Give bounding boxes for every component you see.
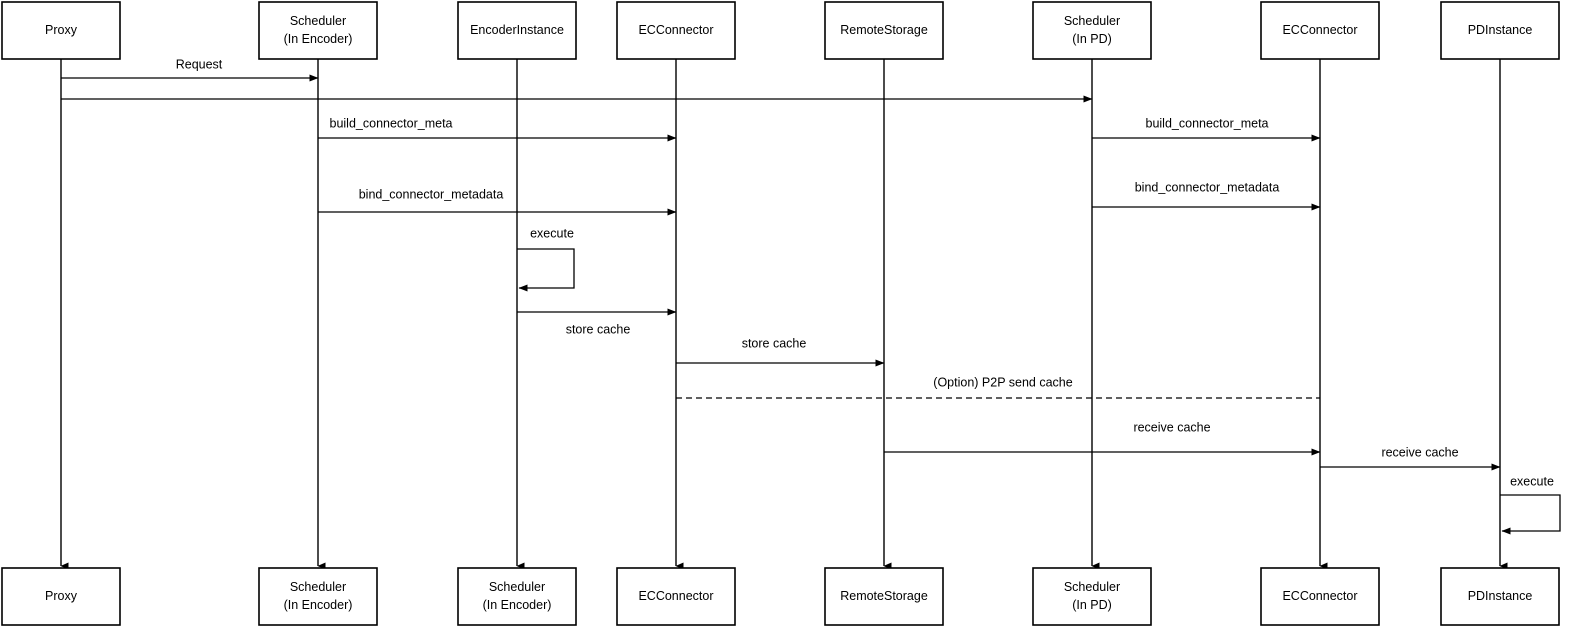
message-label: Request <box>176 57 223 71</box>
participant-box-bottom-scheduler_enc[interactable]: Scheduler (In Encoder) <box>258 567 378 626</box>
participant-box-top-pd_inst[interactable]: PDInstance <box>1440 1 1560 60</box>
message-m1[interactable]: Request <box>61 57 319 82</box>
message-label: (Option) P2P send cache <box>933 375 1072 389</box>
participant-box-frame <box>258 567 378 626</box>
bottom-participant-boxes: Proxy Scheduler (In Encoder) Scheduler (In E… <box>1 567 1560 626</box>
participant-label-line2: (In Encoder) <box>483 598 552 612</box>
participant-box-frame <box>1032 567 1152 626</box>
participant-box-frame <box>1440 567 1560 626</box>
participant-box-frame <box>457 1 577 60</box>
participant-box-frame <box>457 567 577 626</box>
message-m4[interactable]: build_connector_meta <box>1092 116 1321 142</box>
message-m7[interactable]: store cache <box>517 308 677 336</box>
participant-label-line1: ECConnector <box>638 589 713 603</box>
participant-label-line2: (In Encoder) <box>284 598 353 612</box>
lifelines-layer <box>60 59 1508 570</box>
participant-box-top-proxy[interactable]: Proxy <box>1 1 121 60</box>
participant-box-top-ecconn_pd[interactable]: ECConnector <box>1260 1 1380 60</box>
participant-label-line1: RemoteStorage <box>840 23 928 37</box>
participant-box-frame <box>824 567 944 626</box>
message-m6[interactable]: bind_connector_metadata <box>1092 180 1321 211</box>
participant-box-frame <box>1440 1 1560 60</box>
message-m11[interactable]: receive cache <box>1320 445 1501 471</box>
participant-box-bottom-scheduler_pd[interactable]: Scheduler (In PD) <box>1032 567 1152 626</box>
message-m9[interactable]: (Option) P2P send cache <box>676 375 1320 399</box>
participant-box-top-encoder_inst[interactable]: EncoderInstance <box>457 1 577 60</box>
message-label: receive cache <box>1381 445 1458 459</box>
self-message-s2[interactable]: execute <box>1510 474 1554 488</box>
participant-box-bottom-pd_inst[interactable]: PDInstance <box>1440 567 1560 626</box>
message-label: receive cache <box>1133 420 1210 434</box>
participant-label-line1: Scheduler <box>1064 14 1120 28</box>
top-participant-boxes: Proxy Scheduler (In Encoder) EncoderInstanc… <box>1 1 1560 60</box>
message-label: build_connector_meta <box>1146 116 1269 130</box>
participant-box-bottom-encoder_inst[interactable]: Scheduler (In Encoder) <box>457 567 577 626</box>
message-m10[interactable]: receive cache <box>884 420 1321 456</box>
message-m5[interactable]: bind_connector_metadata <box>318 187 677 216</box>
self-messages-layer: execute execute <box>517 226 1561 535</box>
participant-box-bottom-ecconn_enc[interactable]: ECConnector <box>616 567 736 626</box>
participant-label-line1: EncoderInstance <box>470 23 564 37</box>
participant-box-bottom-ecconn_pd[interactable]: ECConnector <box>1260 567 1380 626</box>
self-message-label: execute <box>1510 474 1554 488</box>
participant-box-frame <box>1260 567 1380 626</box>
self-message-arrow <box>1500 494 1561 535</box>
participant-label-line2: (In PD) <box>1072 32 1112 46</box>
participant-box-bottom-proxy[interactable]: Proxy <box>1 567 121 626</box>
message-label: bind_connector_metadata <box>359 187 504 201</box>
self-message-arrow <box>517 248 575 292</box>
participant-label-line1: ECConnector <box>1282 23 1357 37</box>
participant-label-line1: Proxy <box>45 23 78 37</box>
message-label: store cache <box>742 336 807 350</box>
participant-label-line1: Scheduler <box>290 14 346 28</box>
participant-label-line1: ECConnector <box>638 23 713 37</box>
participant-label-line2: (In PD) <box>1072 598 1112 612</box>
participant-box-top-remote_store[interactable]: RemoteStorage <box>824 1 944 60</box>
participant-box-top-ecconn_enc[interactable]: ECConnector <box>616 1 736 60</box>
participant-label-line1: Proxy <box>45 589 78 603</box>
message-label: store cache <box>566 322 631 336</box>
participant-label-line1: Scheduler <box>290 580 346 594</box>
message-label: build_connector_meta <box>330 116 453 130</box>
message-label: bind_connector_metadata <box>1135 180 1280 194</box>
participant-box-top-scheduler_pd[interactable]: Scheduler (In PD) <box>1032 1 1152 60</box>
participant-label-line1: Scheduler <box>489 580 545 594</box>
participant-label-line1: Scheduler <box>1064 580 1120 594</box>
participant-label-line1: PDInstance <box>1468 23 1533 37</box>
participant-box-frame <box>1032 1 1152 60</box>
message-m3[interactable]: build_connector_meta <box>318 116 677 142</box>
participant-box-frame <box>616 567 736 626</box>
self-message-s1[interactable]: execute <box>530 226 574 240</box>
messages-layer: Request build_connector_meta build_connect… <box>61 57 1501 471</box>
participant-box-frame <box>1 1 121 60</box>
participant-box-frame <box>1 567 121 626</box>
participant-box-bottom-remote_store[interactable]: RemoteStorage <box>824 567 944 626</box>
participant-box-frame <box>824 1 944 60</box>
self-message-label: execute <box>530 226 574 240</box>
participant-label-line1: RemoteStorage <box>840 589 928 603</box>
participant-box-frame <box>258 1 378 60</box>
participant-label-line1: PDInstance <box>1468 589 1533 603</box>
participant-box-frame <box>1260 1 1380 60</box>
participant-box-frame <box>616 1 736 60</box>
participant-label-line1: ECConnector <box>1282 589 1357 603</box>
participant-label-line2: (In Encoder) <box>284 32 353 46</box>
participant-box-top-scheduler_enc[interactable]: Scheduler (In Encoder) <box>258 1 378 60</box>
message-m8[interactable]: store cache <box>676 336 885 367</box>
